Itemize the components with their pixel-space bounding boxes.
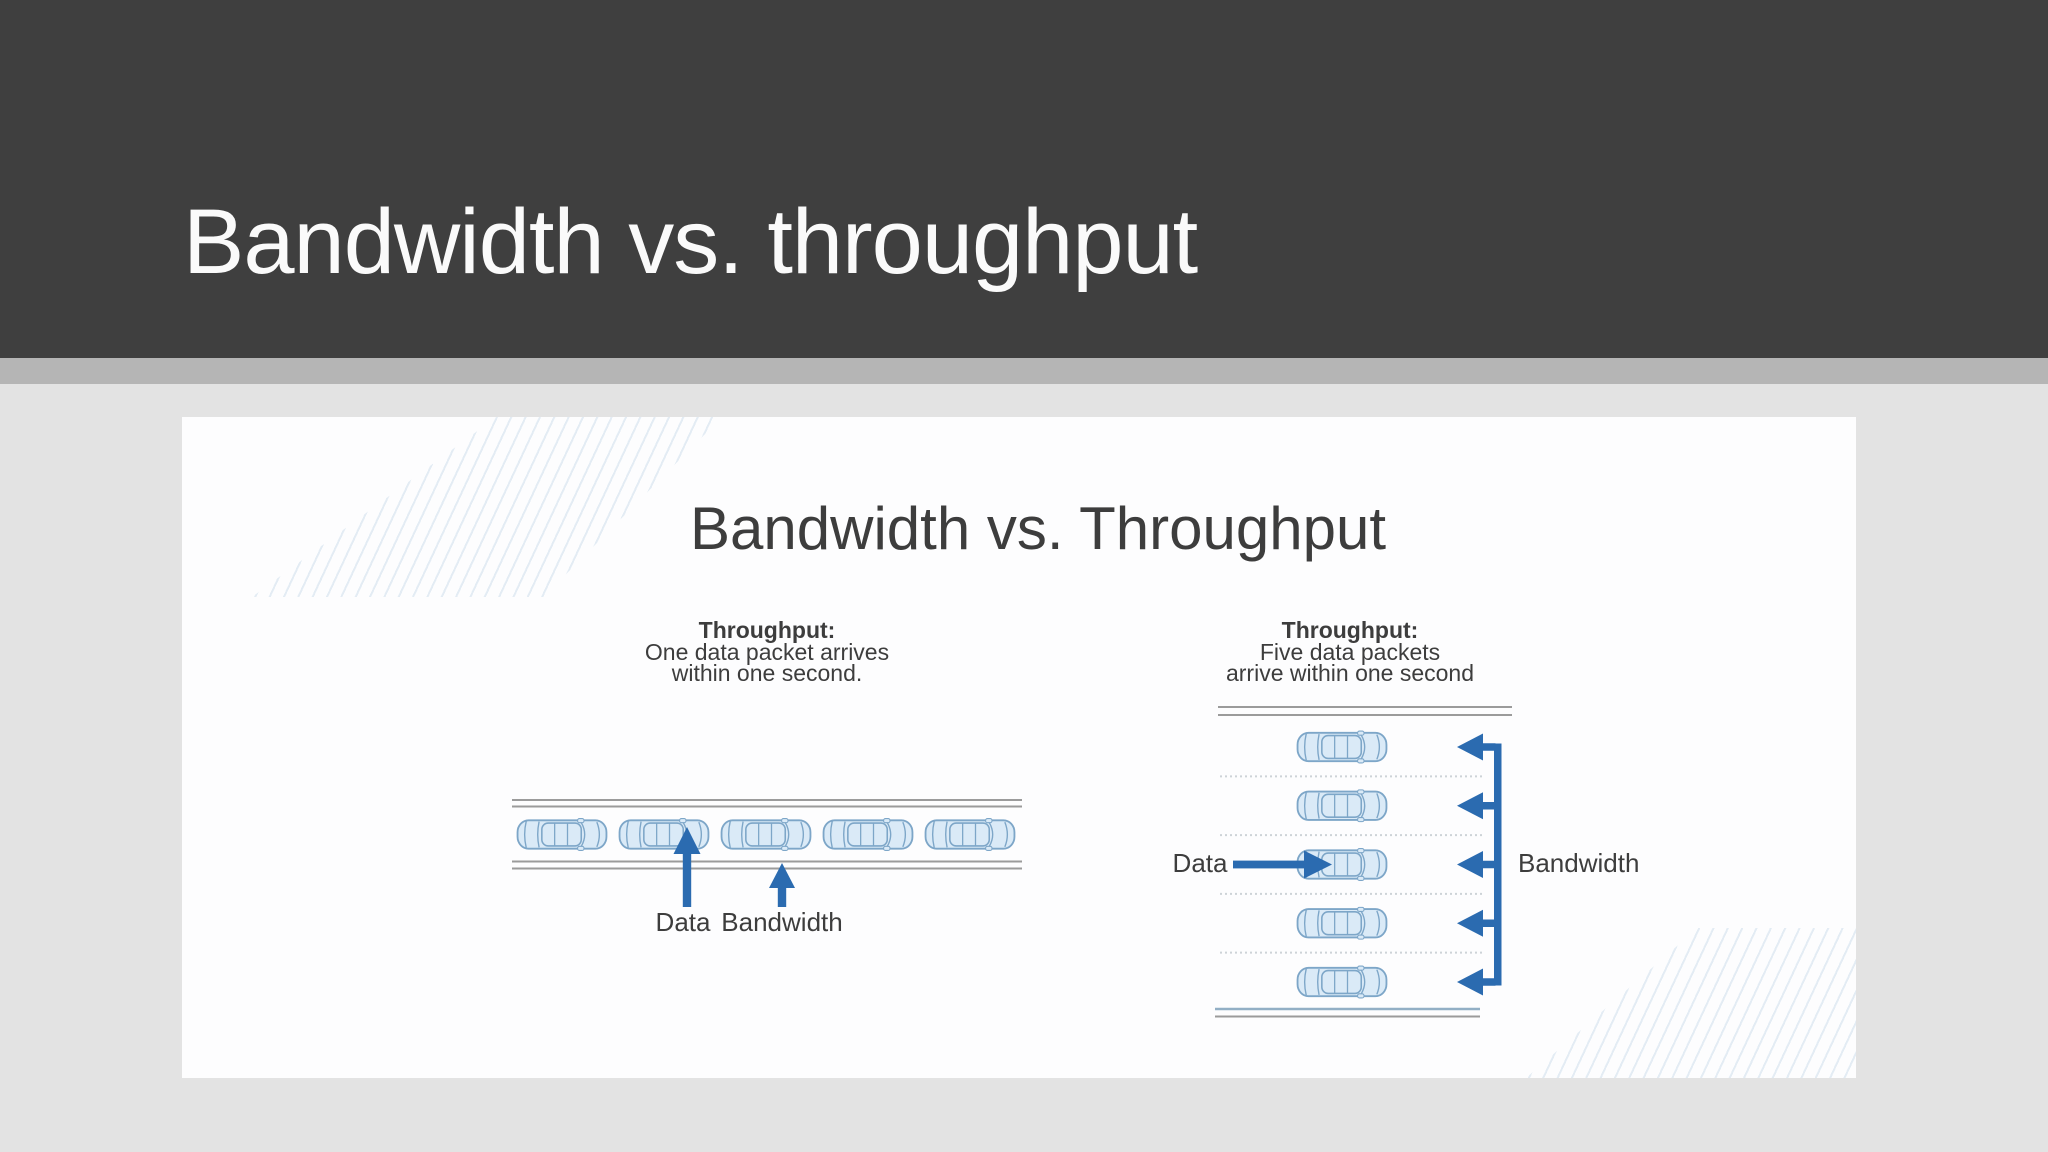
- left-caption: Throughput: One data packet arrives with…: [644, 617, 890, 686]
- figure-title: Bandwidth vs. Throughput: [689, 495, 1387, 562]
- car-icon: [924, 818, 1016, 851]
- diagram-panel: Bandwidth vs. Throughput Throughput: One…: [182, 417, 1856, 1078]
- car-icon: [1296, 965, 1388, 999]
- data-up-arrow-icon: [673, 827, 701, 854]
- bandwidth-left-arrow-icon: [1457, 733, 1483, 761]
- left-road: [512, 799, 1022, 870]
- bandwidth-bracket: [1457, 733, 1502, 996]
- left-annotation-arrows: [673, 827, 795, 907]
- left-bandwidth-label: Bandwidth: [721, 907, 843, 937]
- car-icon: [720, 818, 812, 851]
- car-icon: [1296, 730, 1388, 764]
- car-icon: [1296, 789, 1388, 823]
- left-data-label: Data: [655, 907, 711, 937]
- left-caption-heading: Throughput:: [698, 617, 836, 643]
- right-caption-line2: arrive within one second: [1225, 660, 1475, 686]
- data-right-arrow-icon: [1304, 850, 1332, 879]
- bandwidth-left-arrow-icon: [1457, 909, 1483, 937]
- right-bandwidth-label: Bandwidth: [1518, 848, 1640, 878]
- right-road: [1215, 706, 1512, 1018]
- right-caption-line1: Five data packets: [1259, 638, 1441, 665]
- right-caption-heading: Throughput:: [1281, 617, 1419, 643]
- accent-strip: [0, 358, 2048, 384]
- left-caption-line2: within one second.: [671, 660, 863, 686]
- bandwidth-bracket-arrows: [1457, 733, 1496, 996]
- bandwidth-left-arrow-icon: [1457, 851, 1483, 878]
- bandwidth-left-arrow-icon: [1457, 792, 1483, 820]
- bandwidth-up-arrow-icon: [769, 863, 795, 888]
- slide-header: Bandwidth vs. throughput: [0, 0, 2048, 358]
- bandwidth-left-arrow-icon: [1457, 968, 1483, 996]
- right-data-label: Data: [1172, 848, 1228, 878]
- car-icon: [1296, 906, 1388, 940]
- left-caption-line1: One data packet arrives: [644, 638, 890, 665]
- lane-separators: [1220, 775, 1483, 954]
- slide-title: Bandwidth vs. throughput: [183, 191, 1198, 293]
- car-icon: [516, 818, 608, 851]
- car-icon: [822, 818, 914, 851]
- left-cars: [516, 818, 1016, 851]
- diagram-graphics: [512, 706, 1512, 1018]
- right-caption: Throughput: Five data packets arrive wit…: [1225, 617, 1475, 686]
- right-data-arrow: [1233, 850, 1332, 879]
- slide-body: Bandwidth vs. Throughput Throughput: One…: [0, 384, 2048, 1152]
